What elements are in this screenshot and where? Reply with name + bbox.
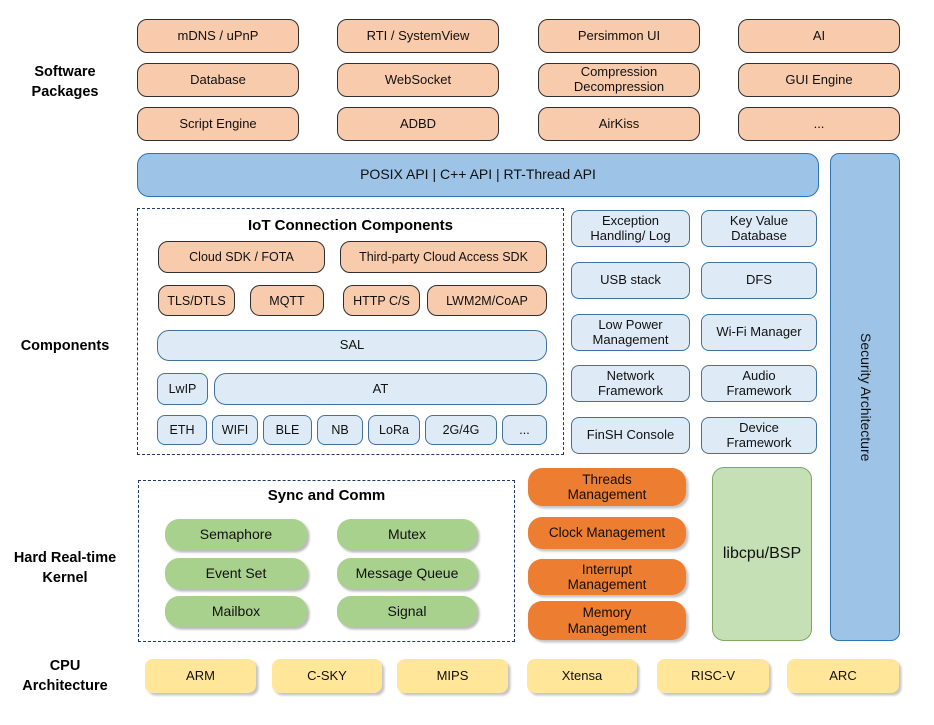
sync-and-comm-group [138,480,515,642]
sync-item-box: Mutex [337,519,477,550]
libcpu-bsp-box: libcpu/BSP [712,467,812,641]
iot-link-box: BLE [263,415,312,445]
component-box: Wi-Fi Manager [701,314,817,351]
iot-group-title: IoT Connection Components [248,217,453,234]
kernel-mgmt-box: Threads Management [528,468,686,506]
section-label-software-packages: Software Packages [31,64,99,101]
component-box: USB stack [571,262,690,299]
section-label-components: Components [20,338,110,354]
iot-protocol-box: HTTP C/S [343,285,420,316]
component-box: FinSH Console [571,417,690,454]
software-package-box: Persimmon UI [538,19,700,53]
component-box: Device Framework [701,417,817,454]
iot-link-box: 2G/4G [425,415,497,445]
sal-box: SAL [157,330,547,361]
iot-link-box: LoRa [368,415,420,445]
iot-link-box: ETH [157,415,207,445]
software-package-box: AI [738,19,900,53]
software-package-box: ADBD [337,107,499,141]
lwip-box: LwIP [157,373,208,405]
cpu-arch-box: ARM [145,659,256,693]
iot-cloud-box: Third-party Cloud Access SDK [340,241,547,273]
sync-item-box: Semaphore [165,519,307,550]
component-box: DFS [701,262,817,299]
kernel-mgmt-box: Clock Management [528,517,686,549]
iot-cloud-box: Cloud SDK / FOTA [158,241,325,273]
iot-protocol-box: TLS/DTLS [158,285,235,316]
cpu-arch-box: ARC [787,659,899,693]
kernel-mgmt-box: Interrupt Management [528,559,686,595]
iot-link-box: NB [317,415,363,445]
section-label-cpu-architecture: CPU Architecture [22,658,108,695]
sync-item-box: Signal [337,596,477,627]
software-package-box: RTI / SystemView [337,19,499,53]
sync-item-box: Event Set [165,558,307,589]
at-box: AT [214,373,547,405]
iot-protocol-box: LWM2M/CoAP [427,285,547,316]
component-box: Network Framework [571,365,690,402]
security-architecture-bar: Security Architecture [830,153,900,641]
cpu-arch-box: C-SKY [272,659,382,693]
iot-protocol-box: MQTT [250,285,324,316]
software-package-box: GUI Engine [738,63,900,97]
component-box: Exception Handling/ Log [571,210,690,247]
software-package-box: Script Engine [137,107,299,141]
software-package-box: Compression Decompression [538,63,700,97]
sync-item-box: Message Queue [337,558,477,589]
component-box: Low Power Management [571,314,690,351]
posix-api-bar: POSIX API | C++ API | RT-Thread API [137,153,819,197]
iot-connection-components-group [137,208,564,455]
component-box: Audio Framework [701,365,817,402]
software-package-box: mDNS / uPnP [137,19,299,53]
cpu-arch-box: MIPS [397,659,508,693]
software-package-box: ... [738,107,900,141]
software-package-box: Database [137,63,299,97]
sync-and-comm-title: Sync and Comm [267,487,386,504]
kernel-mgmt-box: Memory Management [528,601,686,640]
cpu-arch-box: Xtensa [527,659,637,693]
sync-item-box: Mailbox [165,596,307,627]
iot-link-box: ... [502,415,547,445]
cpu-arch-box: RISC-V [657,659,769,693]
component-box: Key Value Database [701,210,817,247]
section-label-kernel: Hard Real-time Kernel [13,550,117,587]
software-package-box: WebSocket [337,63,499,97]
software-package-box: AirKiss [538,107,700,141]
iot-link-box: WIFI [212,415,258,445]
